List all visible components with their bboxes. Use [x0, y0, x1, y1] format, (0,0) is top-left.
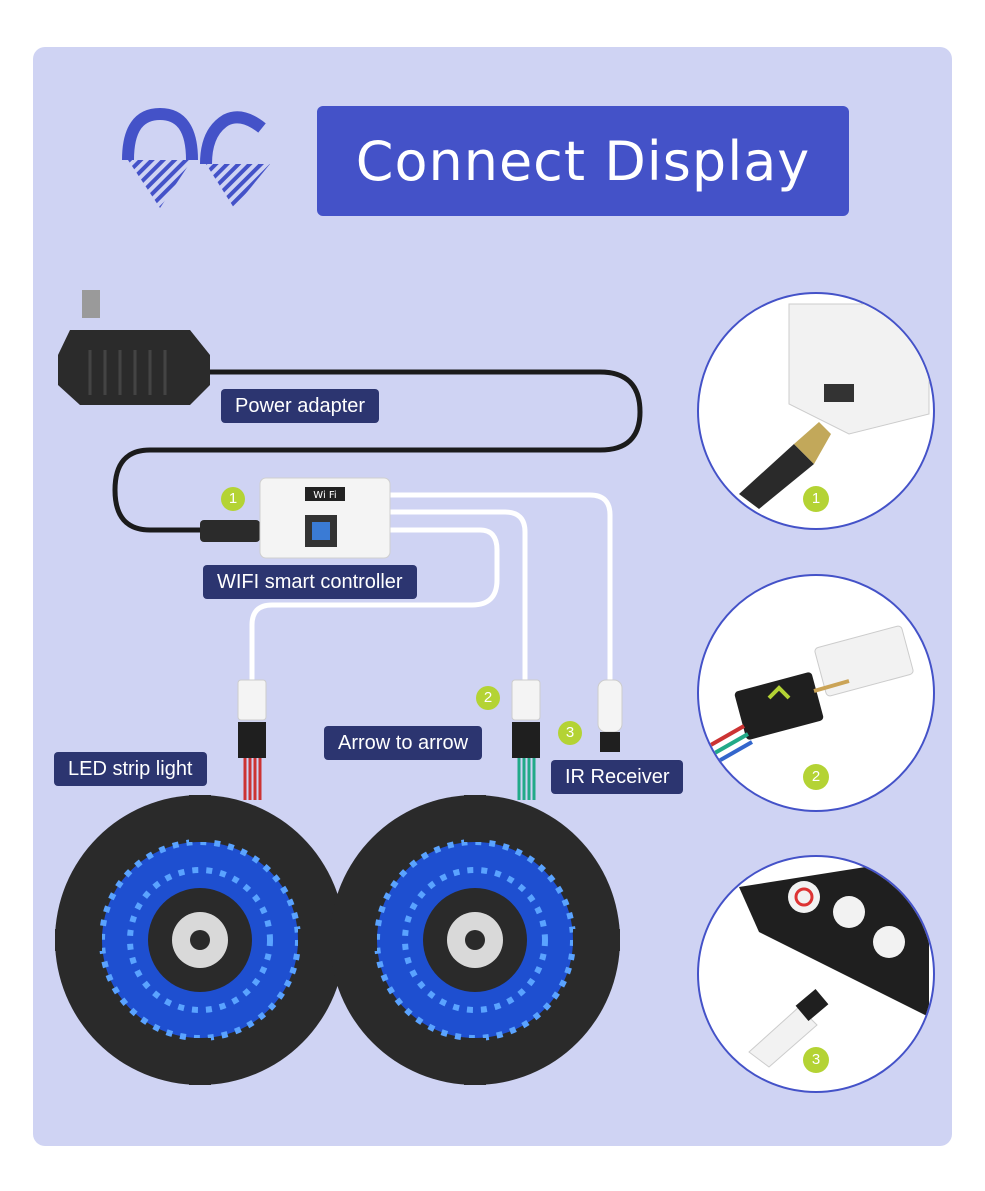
detail-badge-3: 3 — [803, 1047, 829, 1073]
led-reel-2-icon — [330, 795, 620, 1085]
detail-circle-2: 2 — [697, 574, 935, 812]
ir-remote-icon — [739, 857, 929, 1068]
ir-cable — [385, 492, 613, 680]
badge-2: 2 — [476, 686, 500, 710]
badge-1: 1 — [221, 487, 245, 511]
arrow-connector-icon — [708, 625, 914, 764]
strip2-cable — [385, 509, 528, 680]
wifi-controller-label: WIFI smart controller — [203, 565, 417, 599]
detail-circle-1: 1 — [697, 292, 935, 530]
power-adapter-icon — [58, 290, 210, 405]
ir-receiver-label: IR Receiver — [551, 760, 684, 794]
led-reel-1-icon — [55, 795, 345, 1085]
led-strip-label: LED strip light — [54, 752, 207, 786]
ir-receiver-icon — [597, 679, 623, 752]
detail-circle-3: 3 — [697, 855, 935, 1093]
badge-3: 3 — [558, 721, 582, 745]
power-adapter-label: Power adapter — [221, 389, 380, 423]
strip1-cable — [249, 527, 500, 680]
controller-wifi-text: Wi Fi — [313, 490, 336, 501]
detail-badge-2: 2 — [803, 764, 829, 790]
page-title: Connect Display — [317, 106, 849, 216]
dc-plug-icon — [200, 520, 260, 542]
power-cable — [112, 369, 643, 533]
arrow-to-arrow-label: Arrow to arrow — [324, 726, 483, 760]
strip1-connector-icon — [237, 679, 267, 800]
step-number-06-icon — [122, 108, 270, 208]
wifi-controller-icon: Wi Fi — [259, 477, 391, 559]
dc-plug-controller-icon — [739, 303, 930, 509]
strip2-connector-icon — [511, 679, 541, 800]
detail-badge-1: 1 — [803, 486, 829, 512]
